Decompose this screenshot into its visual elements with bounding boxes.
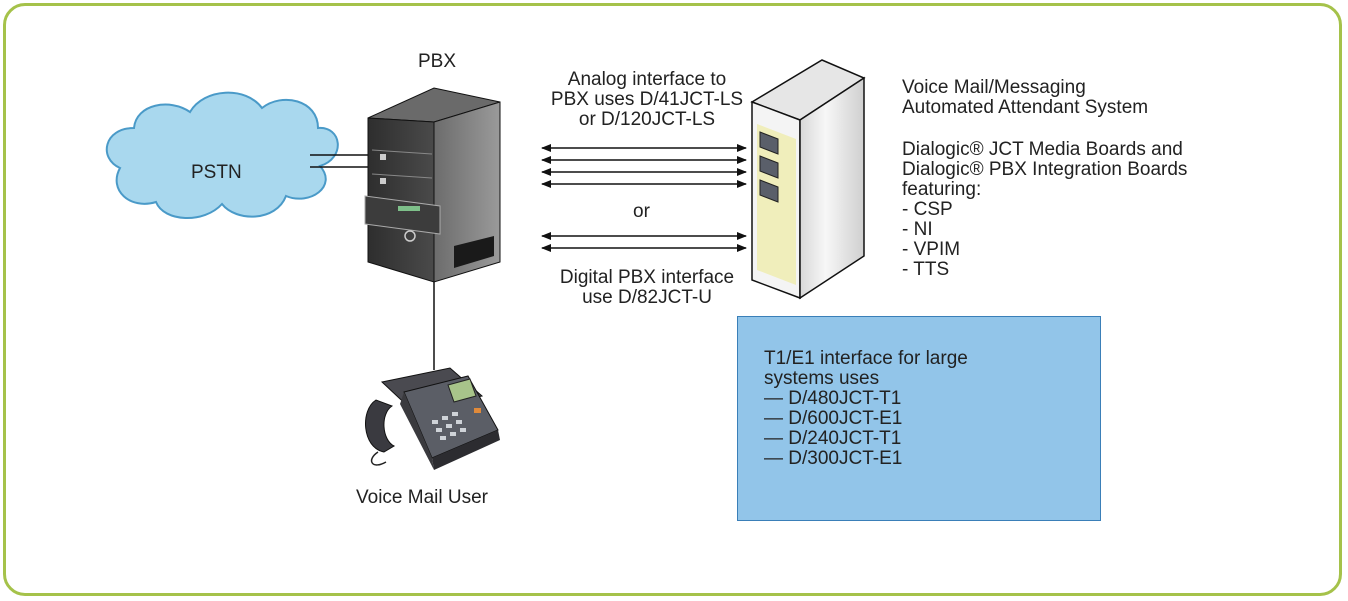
boards-line: Dialogic® PBX Integration Boards: [902, 159, 1188, 180]
boards-line: featuring:: [902, 179, 982, 200]
server-title-line: Automated Attendant System: [902, 97, 1149, 118]
digital-interface-arrows: [541, 232, 747, 252]
server-title: Voice Mail/Messaging Automated Attendant…: [902, 78, 1148, 118]
feature-item: - CSP: [902, 199, 953, 220]
diagram-frame: [3, 3, 1342, 596]
feature-item: - VPIM: [902, 239, 961, 260]
voicemail-user-label: Voice Mail User: [356, 487, 488, 508]
digital-label-line: Digital PBX interface: [559, 267, 735, 288]
analog-label-line: Analog interface to: [567, 69, 727, 90]
analog-label-line: PBX uses D/41JCT-LS: [550, 89, 744, 110]
t1-e1-info-box: T1/E1 interface for large systems uses —…: [737, 316, 1101, 521]
t1-box-item: — D/480JCT-T1: [764, 388, 902, 409]
digital-interface-label: Digital PBX interface use D/82JCT-U: [519, 268, 775, 308]
analog-label-line: or D/120JCT-LS: [578, 109, 716, 130]
server-title-line: Voice Mail/Messaging: [902, 77, 1086, 98]
feature-item: - TTS: [902, 259, 950, 280]
pbx-label: PBX: [418, 51, 457, 72]
pstn-pbx-link: [310, 154, 372, 168]
t1-box-item: — D/240JCT-T1: [764, 428, 902, 449]
pstn-label: PSTN: [191, 162, 242, 183]
t1-box-line: T1/E1 interface for large: [764, 348, 968, 369]
digital-label-line: use D/82JCT-U: [582, 287, 712, 308]
t1-e1-text: T1/E1 interface for large systems uses —…: [764, 349, 968, 469]
or-label: or: [633, 201, 650, 222]
t1-box-line: systems uses: [764, 368, 880, 389]
pbx-icon: [364, 87, 501, 283]
t1-box-item: — D/600JCT-E1: [764, 408, 903, 429]
voicemail-server-icon: [750, 59, 866, 300]
server-boards-description: Dialogic® JCT Media Boards and Dialogic®…: [902, 140, 1187, 280]
boards-line: Dialogic® JCT Media Boards and: [902, 139, 1183, 160]
phone-icon: [365, 367, 500, 470]
t1-box-item: — D/300JCT-E1: [764, 448, 903, 469]
feature-item: - NI: [902, 219, 933, 240]
analog-interface-label: Analog interface to PBX uses D/41JCT-LS …: [519, 70, 775, 130]
analog-interface-arrows: [541, 144, 747, 188]
pstn-cloud: [105, 91, 339, 219]
